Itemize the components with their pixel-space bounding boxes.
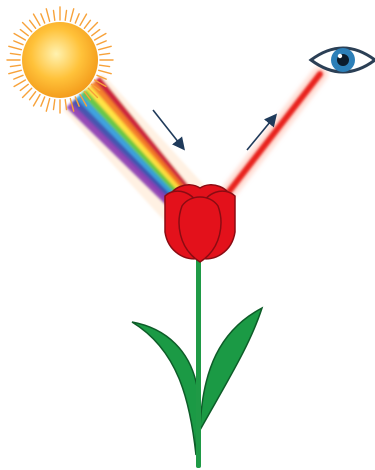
right-leaf — [200, 308, 262, 430]
sun-icon — [7, 7, 113, 113]
tulip-stem-and-leaves — [132, 255, 262, 468]
reflected-red-light-beam — [224, 74, 320, 198]
tulip-icon — [165, 185, 235, 262]
left-leaf — [132, 322, 198, 455]
stem — [196, 255, 201, 468]
